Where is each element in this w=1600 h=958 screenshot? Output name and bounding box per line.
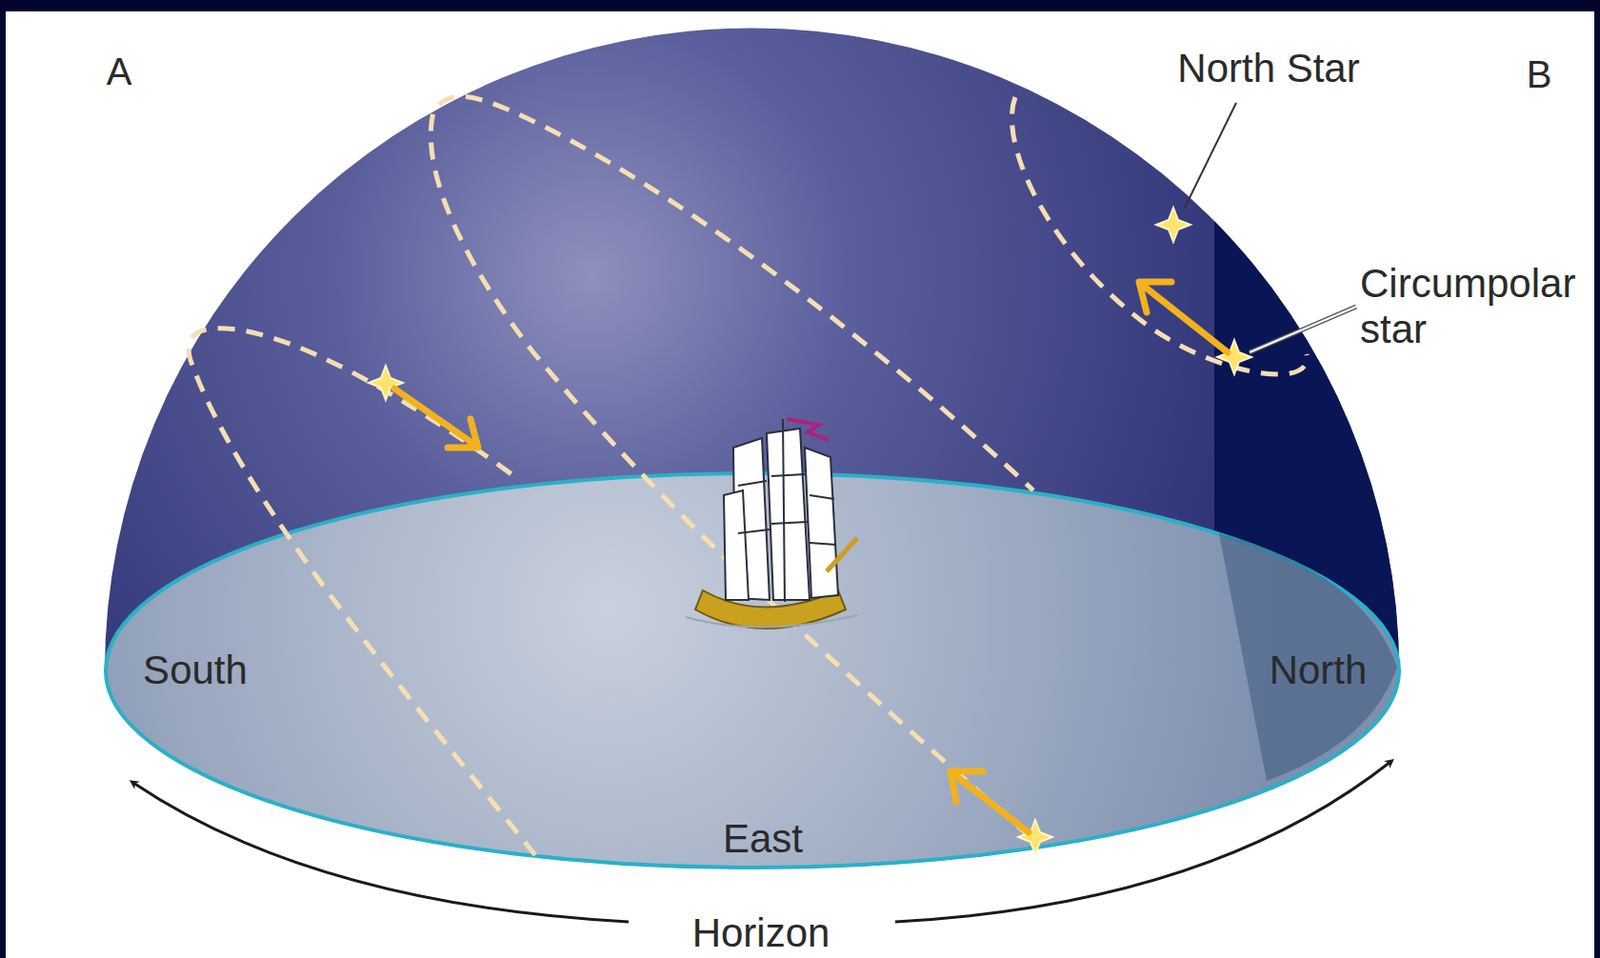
horizon-arrow — [133, 782, 629, 922]
motion-arrows — [394, 281, 1228, 833]
horizon-shadow — [1219, 533, 1398, 781]
direction-label: North — [1269, 647, 1368, 694]
star-paths — [188, 96, 1307, 856]
leader-line — [1249, 306, 1357, 353]
horizon-plane — [105, 473, 1400, 868]
panel-letter: A — [106, 49, 133, 94]
panel-letter: B — [1526, 52, 1553, 97]
direction-label: East — [722, 816, 803, 862]
ship-illustration — [685, 419, 858, 629]
star-label: North Star — [1177, 45, 1360, 92]
leader-line — [1249, 306, 1357, 353]
stars — [368, 207, 1252, 855]
horizon-arrow — [895, 761, 1391, 922]
direction-label: South — [142, 647, 248, 694]
horizon-label: Horizon — [692, 910, 831, 957]
star-label: Circumpolar star — [1360, 260, 1589, 354]
leader-line — [1184, 102, 1237, 208]
